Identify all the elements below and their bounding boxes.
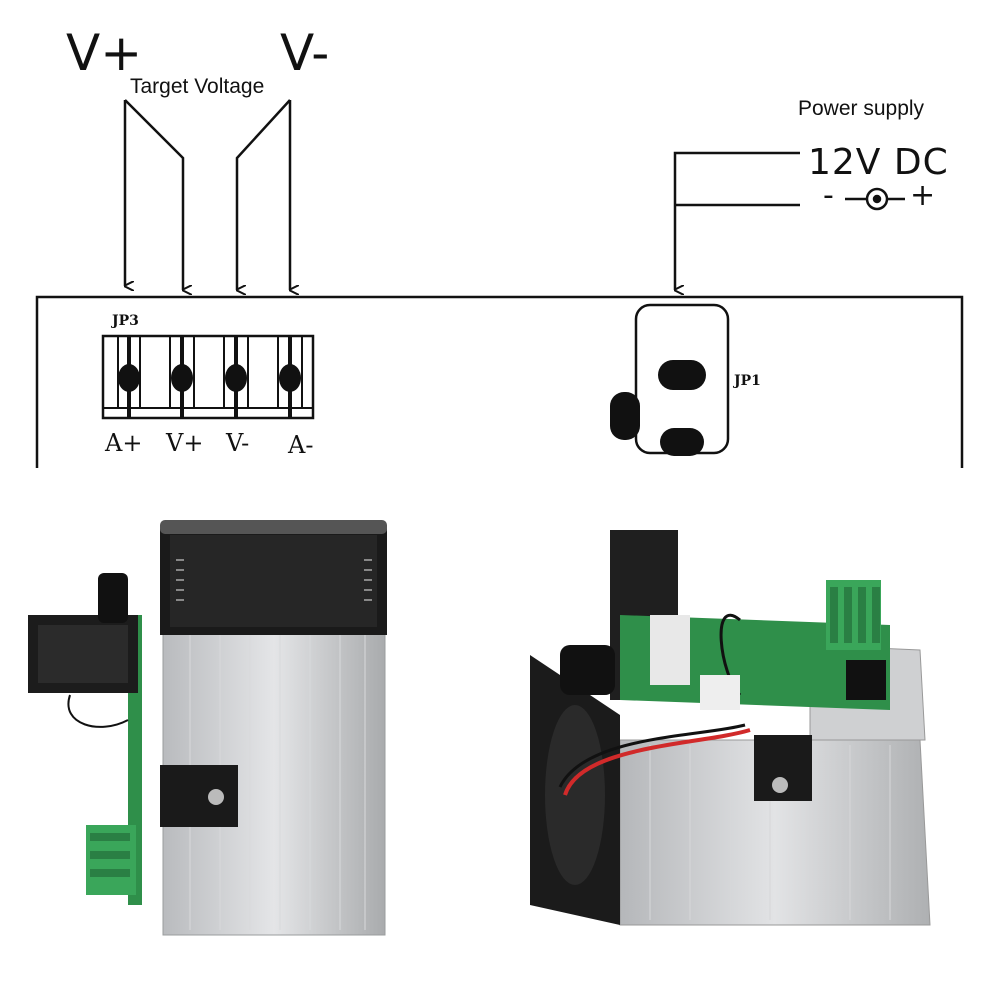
pin-label-v-plus: V+ (166, 429, 204, 457)
power-supply-label: Power supply (798, 97, 925, 120)
power-voltage-label: 12V DC (808, 142, 949, 183)
jp3-label: JP3 (112, 313, 139, 329)
jp1-label: JP1 (734, 373, 761, 389)
polarity-plus-label: + (910, 178, 937, 213)
target-voltage-label: Target Voltage (130, 75, 265, 98)
polarity-minus-label: - (823, 178, 835, 213)
board-outline (35, 295, 964, 468)
product-photo-side (28, 520, 387, 936)
pin-label-v-minus: V- (226, 429, 250, 457)
jp1-connector (610, 303, 730, 456)
vplus-lead-b (124, 99, 183, 290)
diagram-lines (35, 99, 964, 468)
jp3-connector (101, 334, 315, 420)
vminus-lead-a (235, 99, 291, 290)
pin-label-a-minus: A- (288, 431, 314, 459)
vplus-label: V+ (66, 24, 143, 82)
product-photo-angled (530, 530, 931, 926)
dc-jack-symbol (845, 187, 905, 211)
pin-label-a-plus: A+ (105, 429, 143, 457)
power-lead (673, 151, 800, 290)
vminus-label: V- (280, 24, 330, 82)
